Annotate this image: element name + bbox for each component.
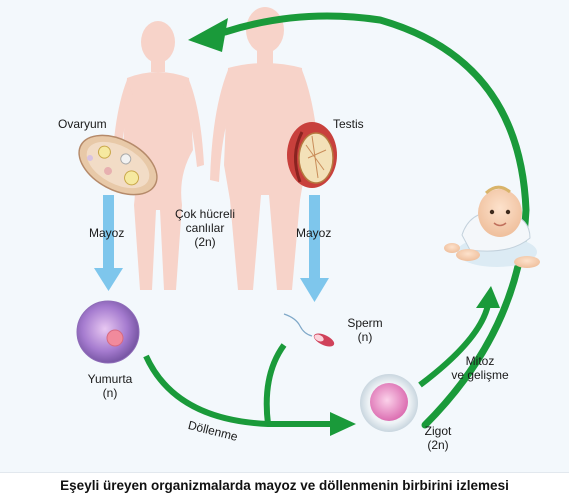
multicellular-line-3: (2n) [194,235,216,249]
zygote-cell [360,374,418,432]
mayoz-label-left: Mayoz [89,226,125,240]
zygote-label: Zigot (2n) [413,424,463,452]
egg-label: Yumurta (n) [70,372,150,400]
multicellular-line-1: Çok hücreli [174,207,236,221]
sperm-cell [283,313,335,347]
egg-label-line-1: Yumurta [87,372,133,386]
sperm-label-line-2: (n) [357,330,373,344]
sperm-label-line-1: Sperm [347,316,383,330]
mitosis-label-line-2: ve gelişme [451,368,509,382]
mayoz-arrow-left [94,195,123,291]
ovary-label: Ovaryum [58,117,107,131]
testis-illustration [287,122,337,188]
testis-label: Testis [333,117,364,131]
mayoz-label-right: Mayoz [296,226,332,240]
baby-illustration [444,185,540,268]
multicellular-line-2: canlılar [185,221,225,235]
ovary-illustration [78,134,158,196]
multicellular-label: Çok hücreli canlılar (2n) [165,207,245,249]
egg-label-line-2: (n) [102,386,118,400]
mitosis-label-line-1: Mitoz [465,354,495,368]
egg-cell [76,300,140,364]
cycle-arrow-top [188,12,530,429]
female-silhouette [112,21,204,290]
zygote-label-line-2: (2n) [427,438,449,452]
sperm-label: Sperm (n) [340,316,390,344]
fertilization-arrows [143,343,356,436]
growth-arrow [418,286,500,388]
mayoz-arrow-right [300,195,329,302]
zygote-label-line-1: Zigot [424,424,452,438]
mitosis-label: Mitoz ve gelişme [440,354,520,382]
figure-caption: Eşeyli üreyen organizmalarda mayoz ve dö… [0,472,569,499]
